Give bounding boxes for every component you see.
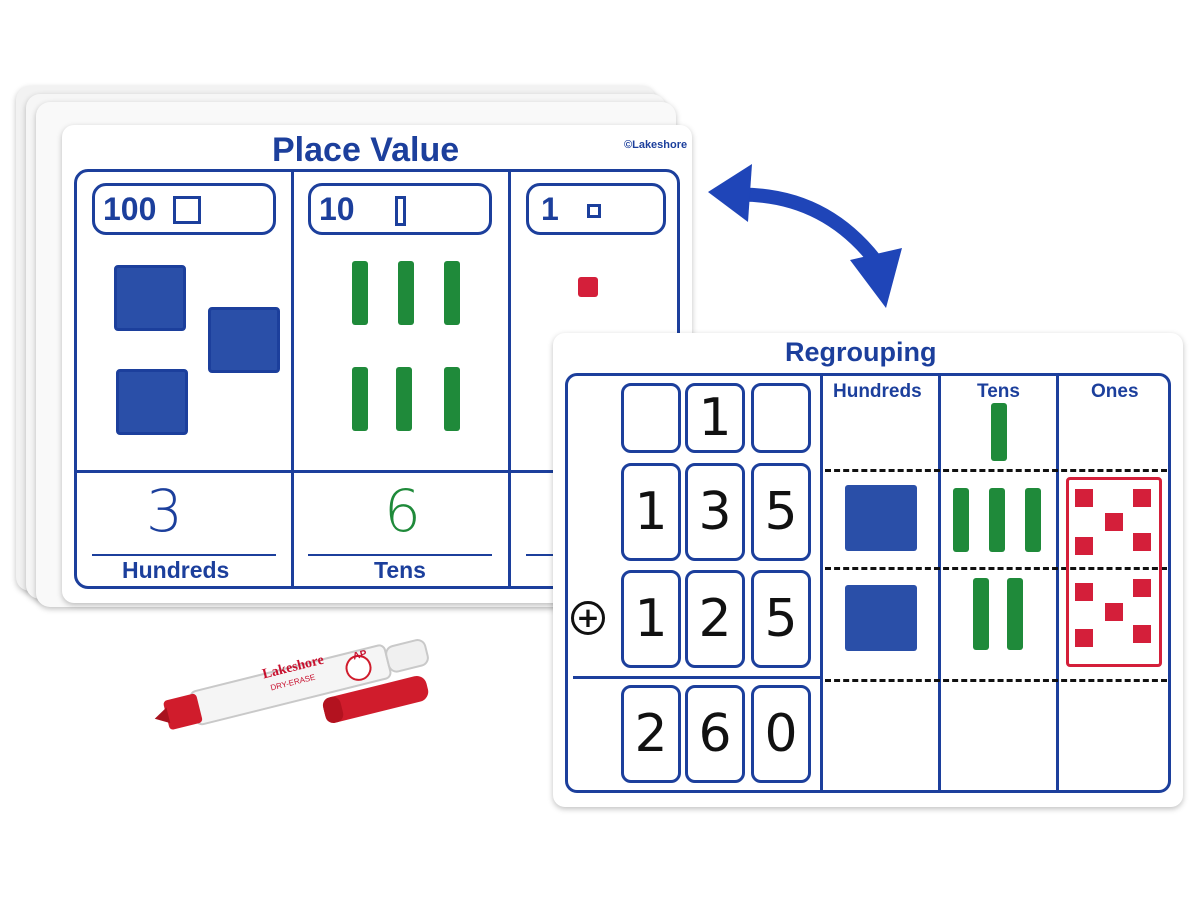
hundreds-header: 100 bbox=[92, 183, 276, 235]
tens-header: 10 bbox=[308, 183, 492, 235]
operator: + bbox=[576, 601, 600, 634]
ones-header: 1 bbox=[526, 183, 666, 235]
board-title: Regrouping bbox=[785, 337, 937, 367]
grid-divider bbox=[1056, 373, 1059, 793]
marker-cap bbox=[322, 675, 429, 724]
ten-rod bbox=[1025, 488, 1041, 552]
grid-divider bbox=[938, 373, 941, 793]
grid-divider bbox=[291, 169, 294, 589]
underline bbox=[92, 554, 276, 556]
addend2-cell: 1 bbox=[621, 570, 681, 668]
hundreds-heading: Hundreds bbox=[833, 381, 922, 402]
one-unit bbox=[1105, 513, 1123, 531]
tens-value: 10 bbox=[319, 191, 355, 227]
dashed-line bbox=[825, 679, 1167, 682]
sum-line bbox=[573, 676, 820, 679]
rod-icon bbox=[395, 196, 406, 226]
unit-icon bbox=[587, 204, 601, 218]
carry-cell bbox=[621, 383, 681, 453]
ten-rod bbox=[991, 403, 1007, 461]
swap-arrow-icon bbox=[708, 164, 902, 308]
ones-group-outline bbox=[1066, 477, 1162, 667]
one-unit bbox=[1133, 489, 1151, 507]
one-unit bbox=[1075, 489, 1093, 507]
tens-label: Tens bbox=[374, 557, 426, 583]
ten-rod bbox=[398, 261, 414, 325]
dashed-line bbox=[825, 469, 1167, 472]
carry-cell bbox=[751, 383, 811, 453]
one-unit bbox=[1075, 629, 1093, 647]
hundred-flat bbox=[116, 369, 188, 435]
regrouping-board: Regrouping 1 1 3 5 + 1 2 5 2 6 0 Hundred… bbox=[553, 333, 1183, 807]
ten-rod bbox=[444, 261, 460, 325]
hundred-flat bbox=[845, 485, 917, 551]
one-unit bbox=[1075, 537, 1093, 555]
ten-rod bbox=[444, 367, 460, 431]
hundred-flat bbox=[845, 585, 917, 651]
one-unit bbox=[1133, 625, 1151, 643]
grid-divider bbox=[74, 470, 680, 473]
addend2-cell: 5 bbox=[751, 570, 811, 668]
underline bbox=[308, 554, 492, 556]
carry-cell: 1 bbox=[685, 383, 745, 453]
hundred-flat bbox=[208, 307, 280, 373]
hundreds-label: Hundreds bbox=[122, 557, 230, 583]
sum-cell: 2 bbox=[621, 685, 681, 783]
dashed-line bbox=[825, 567, 1167, 570]
ten-rod bbox=[352, 367, 368, 431]
flat-icon bbox=[173, 196, 201, 224]
regrouping-grid bbox=[565, 373, 1171, 793]
hundred-flat bbox=[114, 265, 186, 331]
grid-divider bbox=[820, 373, 823, 793]
ones-value: 1 bbox=[541, 191, 559, 227]
grid-divider bbox=[508, 169, 511, 589]
one-unit bbox=[1133, 579, 1151, 597]
ones-heading: Ones bbox=[1091, 381, 1139, 402]
hundreds-digit: 3 bbox=[146, 477, 183, 545]
addend1-cell: 5 bbox=[751, 463, 811, 561]
hundreds-value: 100 bbox=[103, 191, 157, 227]
underline bbox=[526, 554, 566, 556]
brand-mark: ©Lakeshore bbox=[624, 139, 688, 151]
tens-heading: Tens bbox=[977, 381, 1020, 402]
ten-rod bbox=[352, 261, 368, 325]
one-unit bbox=[578, 277, 598, 297]
addend1-cell: 1 bbox=[621, 463, 681, 561]
sum-cell: 0 bbox=[751, 685, 811, 783]
sum-cell: 6 bbox=[685, 685, 745, 783]
ten-rod bbox=[1007, 578, 1023, 650]
ten-rod bbox=[989, 488, 1005, 552]
addend1-cell: 3 bbox=[685, 463, 745, 561]
addend2-cell: 2 bbox=[685, 570, 745, 668]
ten-rod bbox=[973, 578, 989, 650]
ten-rod bbox=[953, 488, 969, 552]
tens-digit: 6 bbox=[384, 477, 421, 545]
board-title: Place Value bbox=[272, 131, 460, 169]
plus-sign-icon: + bbox=[571, 601, 605, 635]
ten-rod bbox=[396, 367, 412, 431]
one-unit bbox=[1075, 583, 1093, 601]
one-unit bbox=[1133, 533, 1151, 551]
one-unit bbox=[1105, 603, 1123, 621]
